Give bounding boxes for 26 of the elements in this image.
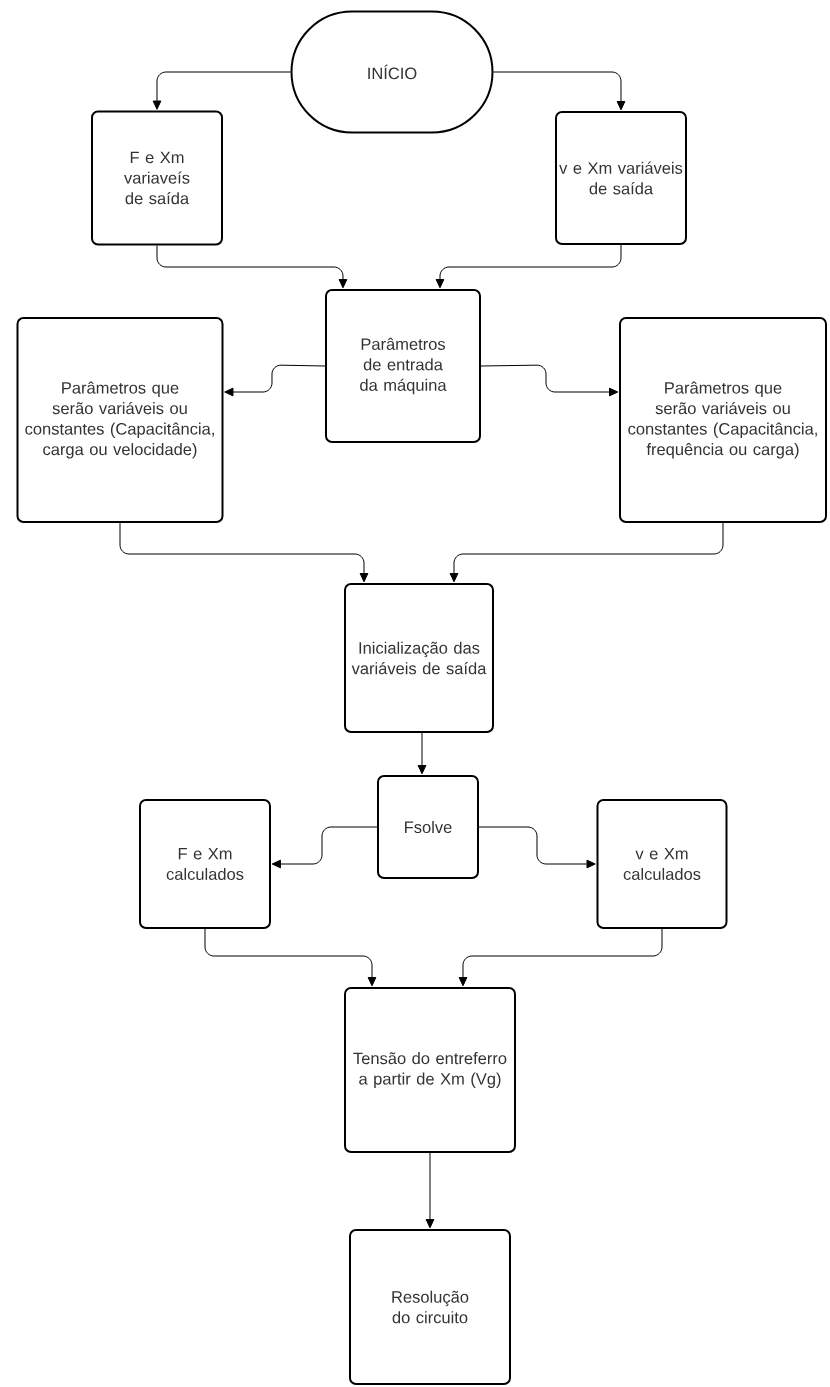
arrow [449,522,724,583]
arrow [435,244,622,289]
arrow [224,364,326,397]
process-box: F e Xm variaveís de saída [91,110,223,246]
arrow [152,71,291,110]
arrow [204,928,377,987]
arrow [458,928,663,987]
arrow [478,826,596,869]
process-box: v e Xm variáveis de saída [555,111,687,245]
process-box: Inicialização das variáveis de saída [344,583,494,733]
process-box: Resolução do circuito [349,1229,511,1385]
arrow [156,245,348,289]
arrow [493,71,626,111]
start-terminal: INÍCIO [290,10,494,134]
arrow [119,522,369,583]
process-box: Fsolve [377,775,479,879]
arrow [425,1152,435,1229]
process-box: Tensão do entreferro a partir de Xm (Vg) [344,987,516,1153]
process-box: Parâmetros que serão variáveis ou constantes (Capacitância, carga ou velocidade) [16,317,224,523]
process-box: F e Xm calculados [139,799,271,929]
process-box: v e Xm calculados [596,799,728,929]
process-box: Parâmetros de entrada da máquina [325,289,481,443]
arrow [480,364,619,397]
process-box: Parâmetros que serão variáveis ou constantes (Capacitância, frequência ou carga) [619,317,827,523]
arrow [271,826,378,869]
arrow [417,732,427,775]
